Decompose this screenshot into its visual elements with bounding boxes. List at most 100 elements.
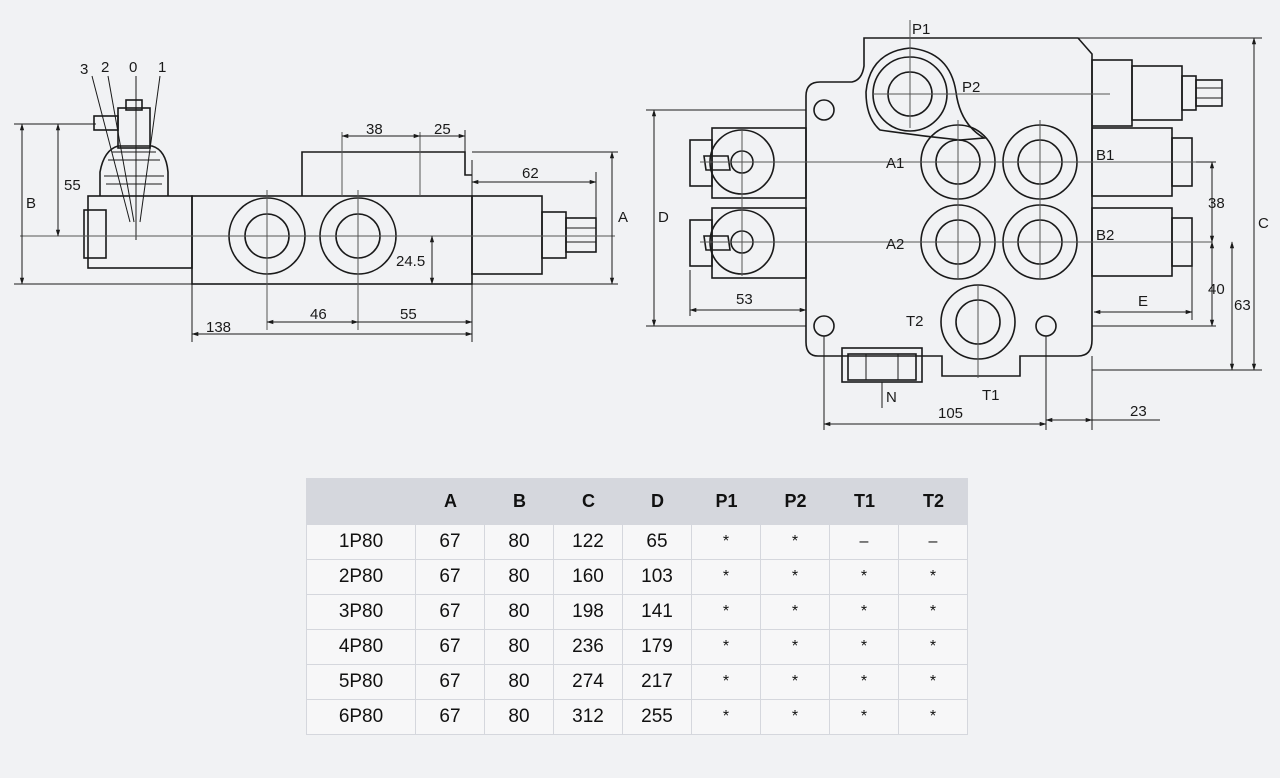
table-cell: * — [830, 595, 899, 630]
dim-62: 62 — [522, 165, 539, 182]
table-cell: 179 — [623, 630, 692, 665]
table-row: 2P80 67 80 160 103 * * * * — [306, 560, 968, 595]
dim-138: 138 — [206, 319, 231, 336]
dim-55: 55 — [64, 177, 81, 194]
table-cell: 80 — [485, 560, 554, 595]
table-cell: * — [761, 524, 830, 560]
table-cell: * — [692, 524, 761, 560]
table-cell: 67 — [416, 560, 485, 595]
port-label-P1: P1 — [912, 21, 930, 38]
table-cell: 255 — [623, 700, 692, 735]
dim-E: E — [1138, 293, 1148, 310]
dim-23: 23 — [1130, 403, 1147, 420]
table-cell: 6P80 — [306, 700, 416, 735]
table-row: 5P80 67 80 274 217 * * * * — [306, 665, 968, 700]
table-cell: 67 — [416, 595, 485, 630]
table-cell: 217 — [623, 665, 692, 700]
table-cell: 67 — [416, 524, 485, 560]
column-header: B — [485, 478, 554, 524]
column-header: C — [554, 478, 623, 524]
table-cell: 274 — [554, 665, 623, 700]
table-cell: * — [692, 595, 761, 630]
table-cell: 141 — [623, 595, 692, 630]
table-cell: * — [830, 560, 899, 595]
dim-105: 105 — [938, 405, 963, 422]
table-cell: 160 — [554, 560, 623, 595]
table-cell: 198 — [554, 595, 623, 630]
dim-A: A — [618, 209, 628, 226]
table-cell: * — [830, 665, 899, 700]
table-cell: * — [899, 700, 968, 735]
table-cell: 80 — [485, 524, 554, 560]
table-cell: 65 — [623, 524, 692, 560]
column-header — [306, 478, 416, 524]
dim-24-5: 24.5 — [396, 253, 425, 270]
column-header: P2 — [761, 478, 830, 524]
table-cell: 67 — [416, 700, 485, 735]
column-header: D — [623, 478, 692, 524]
technical-drawing: 3 2 0 1 B 55 38 25 — [14, 20, 1269, 430]
table-cell: 236 — [554, 630, 623, 665]
table-cell: 80 — [485, 595, 554, 630]
table-cell: * — [899, 560, 968, 595]
table-cell: – — [830, 524, 899, 560]
dim-B: B — [26, 195, 36, 212]
dim-D: D — [658, 209, 669, 226]
dim-C: C — [1258, 215, 1269, 232]
table-cell: 5P80 — [306, 665, 416, 700]
pos-label-3: 3 — [80, 61, 88, 78]
port-label-B1: B1 — [1096, 147, 1114, 164]
table-cell: 312 — [554, 700, 623, 735]
table-cell: * — [899, 595, 968, 630]
side-view: 3 2 0 1 B 55 38 25 — [14, 59, 628, 342]
port-label-P2: P2 — [962, 79, 980, 96]
dim-46: 46 — [310, 306, 327, 323]
table-cell: 122 — [554, 524, 623, 560]
port-label-T1: T1 — [982, 387, 1000, 404]
table-cell: 103 — [623, 560, 692, 595]
table-cell: 4P80 — [306, 630, 416, 665]
dim-38-front: 38 — [1208, 195, 1225, 212]
dim-53: 53 — [736, 291, 753, 308]
port-label-T2: T2 — [906, 313, 924, 330]
pos-label-1: 1 — [158, 59, 166, 76]
table-cell: 80 — [485, 630, 554, 665]
table-cell: * — [761, 630, 830, 665]
table-cell: 3P80 — [306, 595, 416, 630]
table-cell: * — [830, 700, 899, 735]
port-label-N: N — [886, 389, 897, 406]
table-cell: * — [761, 665, 830, 700]
dim-38-side: 38 — [366, 121, 383, 138]
table-row: 6P80 67 80 312 255 * * * * — [306, 700, 968, 735]
port-label-A2: A2 — [886, 236, 904, 253]
dim-40: 40 — [1208, 281, 1225, 298]
table-cell: * — [692, 700, 761, 735]
pos-label-2: 2 — [101, 59, 109, 76]
table-row: 3P80 67 80 198 141 * * * * — [306, 595, 968, 630]
column-header: P1 — [692, 478, 761, 524]
port-label-A1: A1 — [886, 155, 904, 172]
table-cell: – — [899, 524, 968, 560]
pos-label-0: 0 — [129, 59, 137, 76]
table-cell: * — [761, 560, 830, 595]
column-header: T2 — [899, 478, 968, 524]
table-cell: * — [830, 630, 899, 665]
table-cell: * — [692, 630, 761, 665]
column-header: T1 — [830, 478, 899, 524]
table-cell: 67 — [416, 665, 485, 700]
table-cell: * — [899, 665, 968, 700]
table-cell: 2P80 — [306, 560, 416, 595]
table-cell: * — [692, 560, 761, 595]
port-label-B2: B2 — [1096, 227, 1114, 244]
column-header: A — [416, 478, 485, 524]
table-cell: * — [761, 700, 830, 735]
front-view: P1 P2 A1 B1 A2 B2 T2 T1 N D 53 C 38 40 6… — [646, 20, 1269, 430]
table-cell: 1P80 — [306, 524, 416, 560]
table-header-row: A B C D P1 P2 T1 T2 — [306, 478, 968, 524]
table-cell: 80 — [485, 665, 554, 700]
table-cell: * — [761, 595, 830, 630]
spec-table: A B C D P1 P2 T1 T2 1P80 67 80 122 65 * … — [306, 478, 968, 735]
dim-63: 63 — [1234, 297, 1251, 314]
table-cell: * — [692, 665, 761, 700]
table-cell: 67 — [416, 630, 485, 665]
